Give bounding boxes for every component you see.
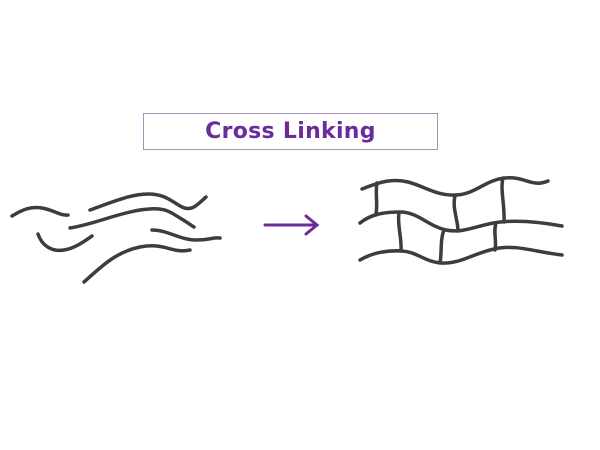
polymer-chain — [360, 176, 550, 197]
polymer-chain — [88, 192, 208, 212]
diagram-title: Cross Linking — [205, 119, 376, 144]
crosslink — [500, 176, 506, 224]
crosslink — [396, 211, 403, 253]
polymer-chain — [358, 210, 564, 233]
crosslink — [438, 228, 446, 265]
polymer-chain — [150, 228, 222, 242]
polymer-chain — [10, 205, 70, 218]
crosslinked-polymer-network — [358, 176, 564, 265]
reaction-arrow — [263, 214, 320, 236]
crosslink — [493, 221, 498, 252]
polymer-chain — [68, 206, 196, 230]
uncrosslinked-polymer-chains — [10, 192, 222, 284]
polymer-chain — [36, 232, 94, 253]
polymer-chain — [358, 245, 564, 265]
crosslink — [374, 181, 379, 216]
title-box: Cross Linking — [143, 113, 438, 150]
polymer-chain — [82, 244, 192, 284]
crosslink — [452, 194, 460, 233]
